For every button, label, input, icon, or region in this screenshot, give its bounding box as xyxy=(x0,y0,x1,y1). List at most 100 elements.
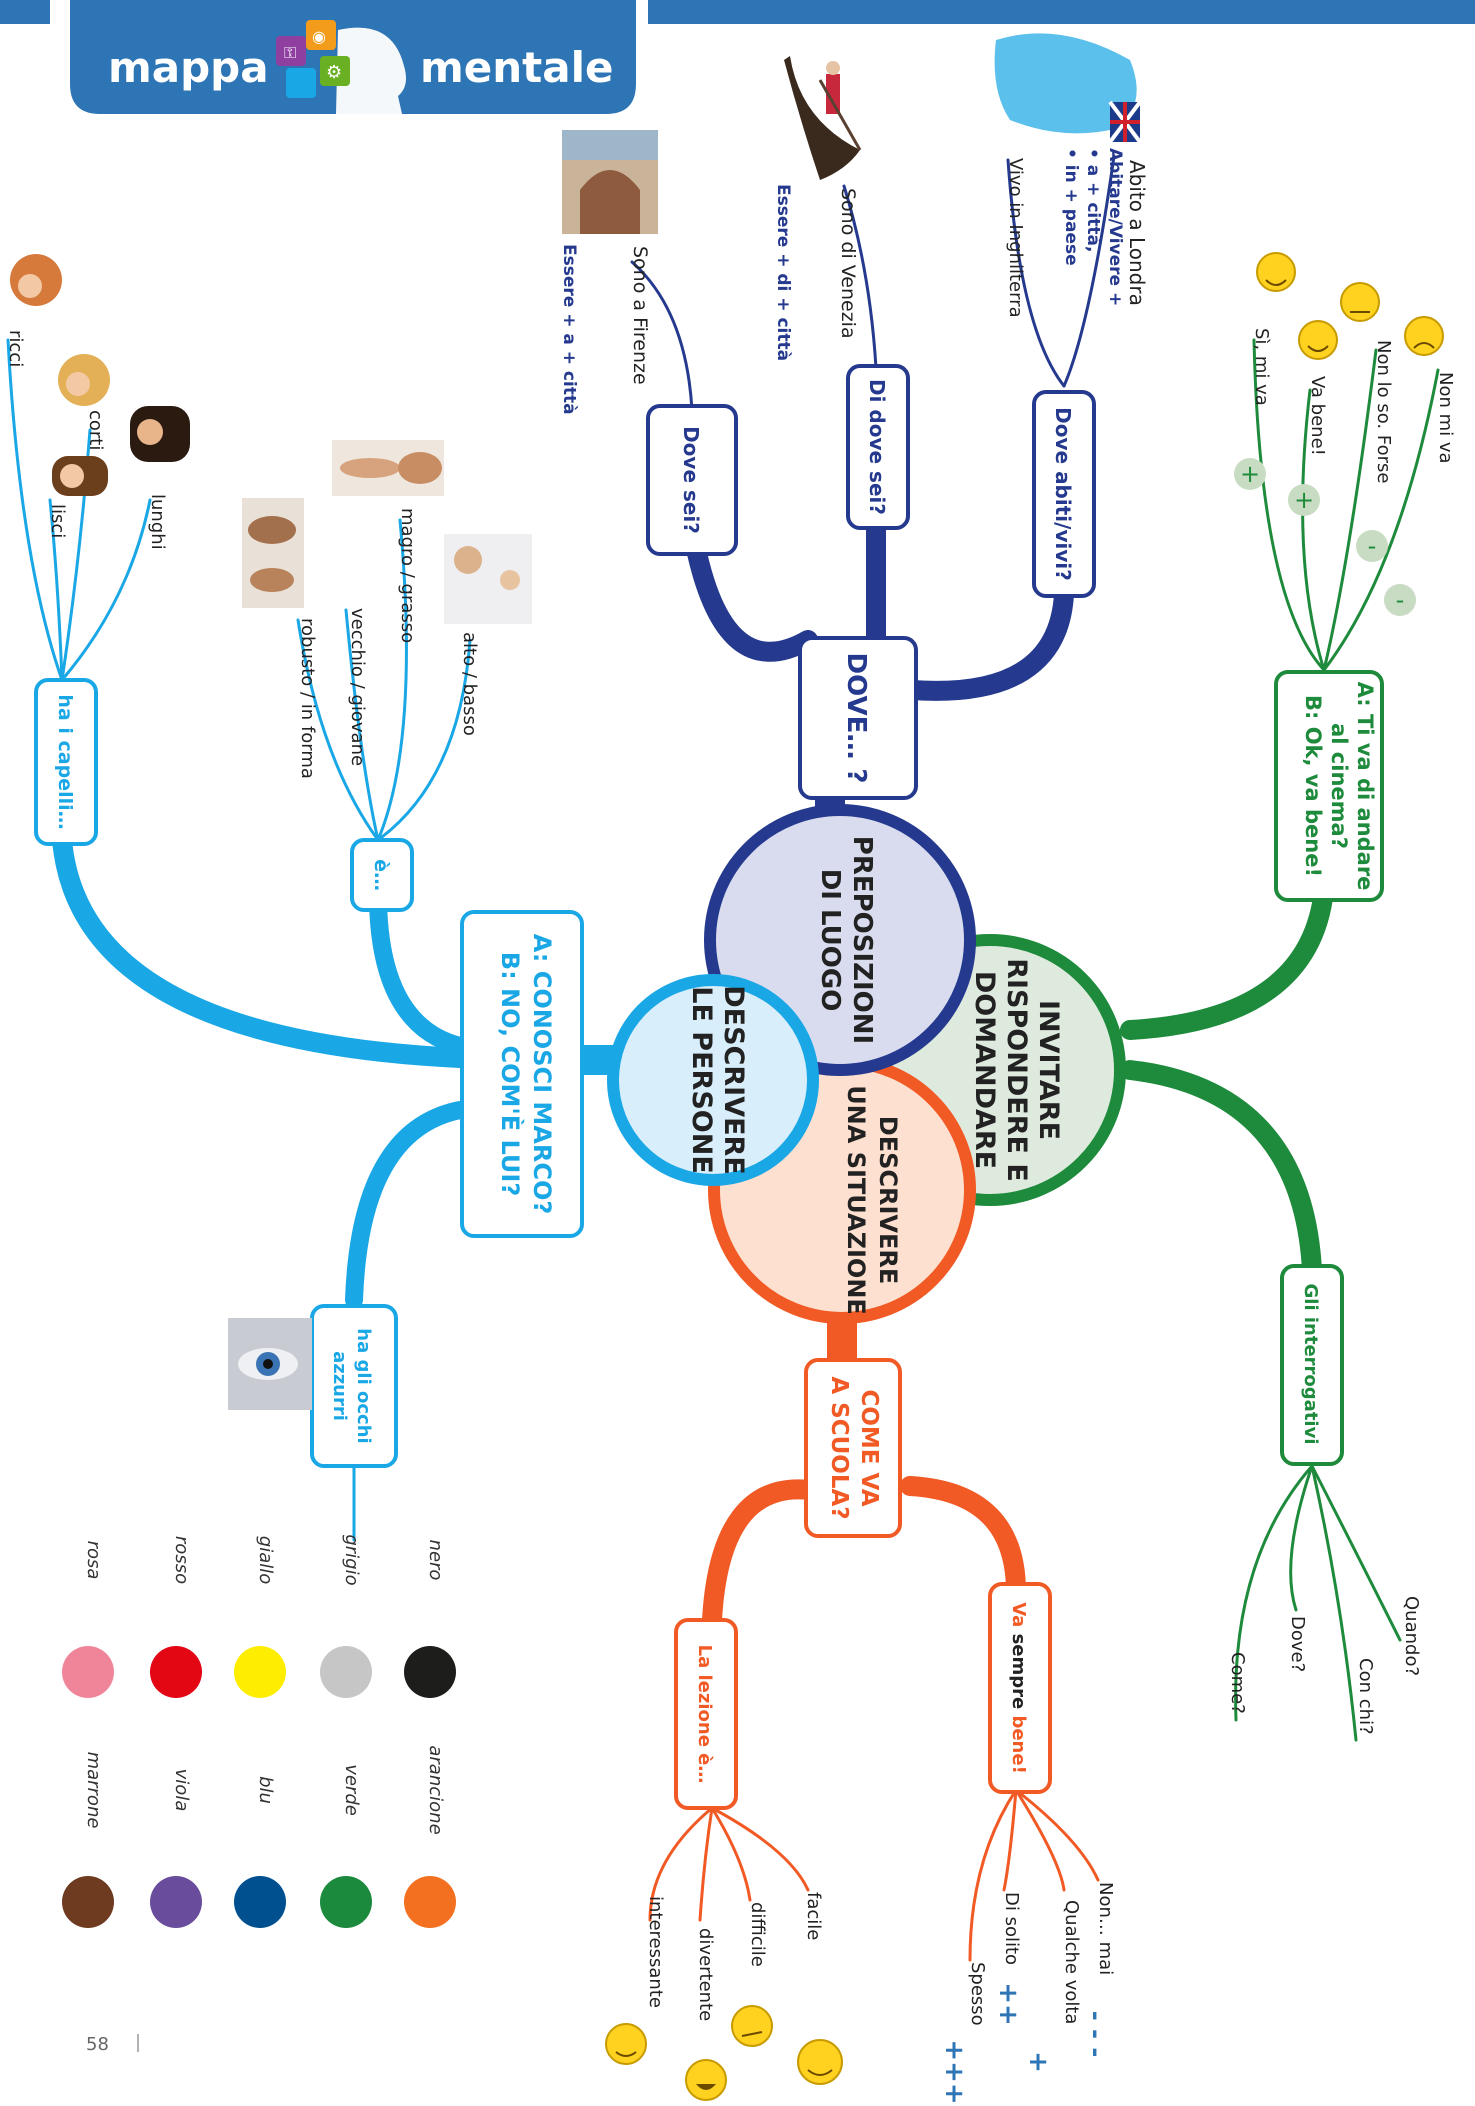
twig-magro xyxy=(376,518,408,842)
svg-text:• in + paese: • in + paese xyxy=(1061,148,1081,266)
va-word: Va xyxy=(1008,1602,1029,1627)
colour-swatch-giallo xyxy=(234,1646,286,1698)
central-circles xyxy=(607,804,1126,1324)
label-interrogativi: Gli interrogativi xyxy=(1300,1283,1321,1444)
twig-come xyxy=(1234,1464,1314,1722)
puzzle-key-icon: ⚿ xyxy=(284,43,296,62)
svg-text:azzurri: azzurri xyxy=(329,1351,350,1421)
svg-text:Va sempre bene!: Va sempre bene! xyxy=(1008,1602,1029,1774)
label-abito-a-londra: Abito a Londra xyxy=(1125,160,1149,306)
header-word-left: mappa xyxy=(108,43,269,92)
svg-text:robusto / in forma: robusto / in forma xyxy=(297,618,318,779)
blue-eye-picture xyxy=(228,1318,312,1410)
branch-dove-sei xyxy=(682,518,818,662)
mark-spesso: +++ xyxy=(939,2039,969,2104)
svg-text:interessante: interessante xyxy=(645,1896,666,2008)
svg-text:Dove abiti/vivi?: Dove abiti/vivi? xyxy=(1051,407,1075,581)
twig-interessante xyxy=(648,1806,714,1922)
svg-text:+++: +++ xyxy=(939,2039,969,2104)
svg-text:divertente: divertente xyxy=(695,1928,716,2021)
branch-invitare xyxy=(1120,880,1334,1040)
svg-text:al cinema?: al cinema? xyxy=(1327,723,1351,849)
colour-swatch-nero xyxy=(404,1646,456,1698)
label-di-dove-sei: Di dove sei? xyxy=(865,379,889,515)
twig-ricci xyxy=(6,338,64,682)
svg-text:marrone: marrone xyxy=(83,1752,104,1829)
colour-label-nero: nero xyxy=(425,1540,446,1581)
svg-text:A SCUOLA?: A SCUOLA? xyxy=(826,1376,852,1519)
label-come: Come? xyxy=(1227,1652,1248,1714)
svg-text:nero: nero xyxy=(425,1540,446,1581)
svg-text:Dove sei?: Dove sei? xyxy=(679,426,703,534)
box-invitare-hub xyxy=(1274,670,1384,902)
svg-text:DOVE… ?: DOVE… ? xyxy=(841,652,871,783)
header-bar-right xyxy=(648,0,1475,24)
mark-qualche-volta: + xyxy=(1023,2051,1053,2073)
box-capelli xyxy=(34,678,98,846)
svg-text:Essere + a + città: Essere + a + città xyxy=(559,244,579,415)
svg-text:giallo: giallo xyxy=(255,1536,276,1584)
branch-dove-abiti xyxy=(902,584,1074,701)
label-va-sempre-bene: Va sempre bene! xyxy=(1008,1602,1029,1774)
svg-text:facile: facile xyxy=(803,1892,824,1940)
svg-text:è…: è… xyxy=(370,859,392,891)
minus-marker-non-lo-so xyxy=(1356,530,1388,562)
bene-word: bene! xyxy=(1008,1715,1029,1773)
twig-lunghi xyxy=(60,498,152,682)
label-vecchio-giovane: vecchio / giovane xyxy=(347,608,368,766)
svg-text:Non lo so. Forse: Non lo so. Forse xyxy=(1373,340,1394,483)
label-dove-hub: DOVE… ? xyxy=(841,652,871,783)
minus-marker-non-lo-so-label: - xyxy=(1368,532,1377,560)
venice-gondolier-picture xyxy=(784,56,862,180)
page-header: mappa ⚿ ◉ ⚙ mentale xyxy=(0,0,1475,115)
colour-label-verde: verde xyxy=(341,1764,362,1816)
label-rule-venezia: Essere + di + città xyxy=(773,184,793,361)
colour-swatch-verde xyxy=(320,1876,372,1928)
svg-text:Vivo in Inghilterra: Vivo in Inghilterra xyxy=(1005,158,1026,318)
svg-text:DOMANDARE: DOMANDARE xyxy=(969,971,1000,1169)
twig-inghilterra xyxy=(1006,158,1066,388)
svg-text:blu: blu xyxy=(255,1776,276,1804)
label-alto-basso: alto / basso xyxy=(459,632,480,736)
puzzle-gear-icon: ⚙ xyxy=(326,62,342,83)
label-di-solito: Di solito xyxy=(1001,1892,1022,1965)
label-descrivere-persone: DESCRIVERE LE PERSONE xyxy=(686,985,749,1175)
plus-marker-si-label: + xyxy=(1240,460,1260,488)
label-sono-di-venezia: Sono di Venezia xyxy=(837,188,859,339)
label-difficile: difficile xyxy=(747,1902,768,1967)
colour-label-rosa: rosa xyxy=(83,1541,104,1580)
svg-text:corti: corti xyxy=(85,410,106,450)
svg-text:Sono di Venezia: Sono di Venezia xyxy=(837,188,859,339)
svg-text:DESCRIVERE: DESCRIVERE xyxy=(718,985,749,1175)
twig-si-mi-va xyxy=(1252,338,1326,672)
label-con-chi: Con chi? xyxy=(1355,1658,1376,1735)
svg-text:Qualche volta: Qualche volta xyxy=(1061,1900,1082,2024)
colour-label-blu: blu xyxy=(255,1776,276,1804)
svg-text:COME VA: COME VA xyxy=(856,1389,882,1506)
svg-text:rosso: rosso xyxy=(171,1536,192,1584)
label-lezione: La lezione è… xyxy=(694,1645,715,1784)
label-quando: Quando? xyxy=(1401,1596,1422,1676)
twig-quando xyxy=(1310,1464,1402,1642)
svg-text:• a + città,: • a + città, xyxy=(1083,148,1103,252)
box-dove-abiti xyxy=(1032,390,1096,598)
svg-text:Essere + di + città: Essere + di + città xyxy=(773,184,793,361)
mark-di-solito: ++ xyxy=(993,1982,1023,2026)
label-spesso: Spesso xyxy=(967,1962,988,2026)
label-corti: corti xyxy=(85,410,106,450)
box-lezione xyxy=(674,1618,738,1810)
svg-text:RISPONDERE E: RISPONDERE E xyxy=(1001,958,1032,1182)
twig-difficile xyxy=(710,1806,752,1902)
sentiment-markers: + + - - xyxy=(1234,458,1416,616)
twig-spesso xyxy=(968,1788,1018,1962)
box-va-sempre xyxy=(988,1582,1052,1794)
puzzle-eye-icon: ◉ xyxy=(312,27,326,46)
box-dove-sei xyxy=(646,404,738,556)
branch-capelli xyxy=(52,830,470,1068)
puzzle-head-logo: ⚿ ◉ ⚙ xyxy=(276,20,406,115)
svg-text:ricci: ricci xyxy=(5,330,26,367)
robust-fit-picture xyxy=(242,498,304,608)
label-va-bene: Va bene! xyxy=(1307,376,1328,456)
label-situazione-hub: COME VA A SCUOLA? xyxy=(826,1376,882,1519)
